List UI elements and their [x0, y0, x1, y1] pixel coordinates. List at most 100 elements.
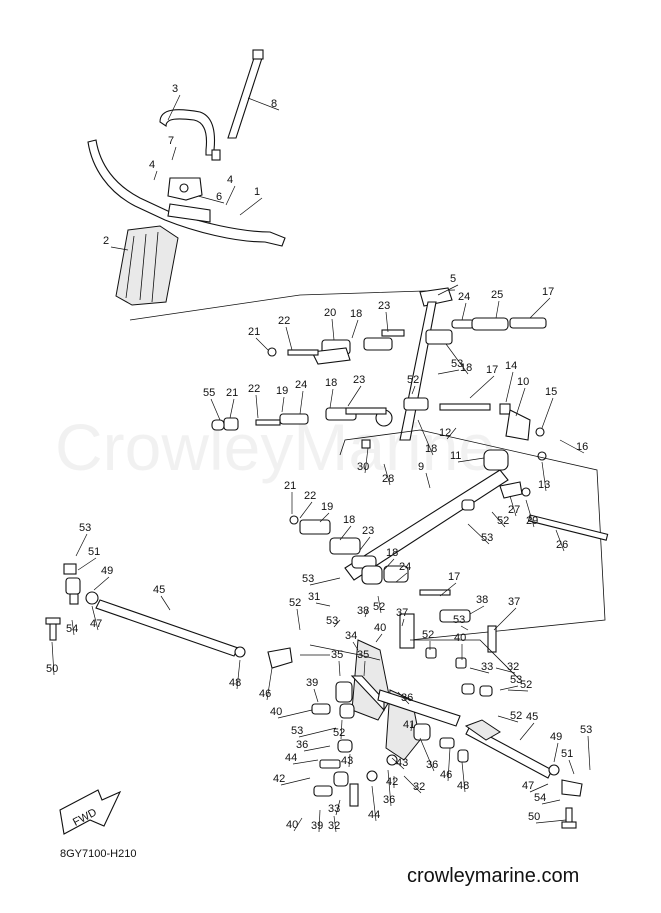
leader-line-c55 [210, 398, 221, 421]
leader-line-c24c [395, 572, 408, 583]
leader-line-c19b [319, 512, 330, 523]
callout-c21b: 21 [226, 387, 238, 399]
leader-line-c1 [239, 197, 263, 216]
callout-c24c: 24 [399, 561, 411, 573]
leader-line-c48b [461, 761, 466, 793]
callout-c53d: 53 [302, 573, 314, 585]
callout-c52a: 52 [407, 374, 419, 386]
callout-c47a: 47 [90, 618, 102, 630]
leader-line-c22b [255, 394, 259, 419]
leader-line-c17c [439, 582, 457, 597]
callout-c24a: 24 [458, 291, 470, 303]
callout-c53c: 53 [79, 522, 91, 534]
leader-line-c37b [493, 607, 517, 631]
leader-line-c27 [509, 495, 517, 517]
callout-c53f: 53 [453, 614, 465, 626]
leader-line-c54b [541, 799, 561, 805]
callout-c23c: 23 [362, 525, 374, 537]
callout-c9: 9 [418, 461, 424, 473]
leader-line-c52d [377, 595, 382, 614]
leader-line-c32b [403, 775, 422, 794]
callout-c42b: 42 [386, 776, 398, 788]
leader-line-c17a [529, 297, 551, 319]
leader-line-c52a [411, 385, 416, 395]
callout-c52f: 52 [510, 710, 522, 722]
callout-c4a: 4 [149, 159, 155, 171]
callout-c14: 14 [505, 360, 517, 372]
leader-line-c18e [339, 525, 352, 541]
leader-line-c7 [171, 146, 177, 161]
leader-line-c40a [375, 633, 383, 643]
callout-c53e: 53 [326, 615, 338, 627]
callout-c31: 31 [308, 591, 320, 603]
leader-line-c2 [110, 246, 129, 251]
leader-line-c8 [247, 97, 280, 111]
callout-c5: 5 [450, 273, 456, 285]
callout-c11: 11 [450, 450, 461, 462]
callout-c51a: 51 [88, 546, 100, 558]
callout-c49a: 49 [101, 565, 113, 577]
leader-line-c18c [329, 388, 334, 409]
leader-line-c31 [315, 602, 331, 607]
leader-line-c18d [417, 419, 434, 456]
leader-line-c48a [236, 659, 241, 690]
leader-line-c21b [229, 398, 235, 419]
leader-line-c13 [541, 461, 547, 492]
callout-c18a: 18 [350, 308, 362, 320]
leader-line-c6 [197, 195, 225, 204]
callout-c4b: 4 [227, 174, 233, 186]
callout-c50a: 50 [46, 663, 58, 675]
callout-c49b: 49 [550, 731, 562, 743]
leader-line-c45a [160, 595, 171, 611]
callout-c18c: 18 [325, 377, 337, 389]
callout-c53a: 53 [451, 358, 463, 370]
leader-line-c36a [397, 691, 410, 705]
callout-c7: 7 [168, 135, 174, 147]
leader-line-c29 [525, 499, 535, 528]
leader-line-c4b [225, 185, 236, 206]
leader-line-c24a [461, 302, 467, 321]
leader-line-c42a [280, 777, 311, 786]
callout-c24b: 24 [295, 379, 307, 391]
callout-c29: 29 [526, 515, 538, 527]
callout-c8: 8 [271, 98, 277, 110]
callout-c23b: 23 [353, 374, 365, 386]
leader-line-c3 [167, 94, 181, 121]
diagram-code: 8GY7100-H210 [60, 848, 136, 860]
callout-c37a: 37 [396, 607, 408, 619]
leader-line-c52f [497, 715, 519, 723]
leader-line-c35a [338, 660, 341, 677]
leader-line-c18a [351, 319, 359, 339]
callout-c43a: 43 [341, 755, 353, 767]
callout-c53g: 53 [510, 674, 522, 686]
leader-line-c28 [383, 463, 391, 486]
callout-c50b: 50 [528, 811, 540, 823]
lower-linkage-group [300, 639, 583, 829]
leader-line-c22a [285, 326, 293, 351]
callout-c36b: 36 [296, 739, 308, 751]
callout-c42a: 42 [273, 773, 285, 785]
leader-line-c24b [299, 390, 304, 415]
callout-c47b: 47 [522, 780, 534, 792]
leader-line-c40c [277, 709, 313, 719]
leader-line-c20 [331, 318, 335, 341]
callout-c12: 12 [439, 427, 451, 439]
callout-c25: 25 [491, 289, 503, 301]
callout-c33a: 33 [481, 661, 493, 673]
leader-line-c40d [293, 817, 303, 832]
callout-c43b: 43 [396, 757, 408, 769]
leader-line-c36c [419, 737, 435, 772]
callout-c34: 34 [345, 630, 357, 642]
callout-c52c: 52 [289, 597, 301, 609]
leader-line-c53h [298, 727, 337, 738]
callout-c45b: 45 [526, 711, 538, 723]
callout-c35b: 35 [357, 649, 369, 661]
leader-line-c26 [555, 529, 565, 552]
leader-line-c35b [363, 660, 366, 677]
leader-line-c47b [529, 783, 549, 793]
leader-line-c36b [303, 745, 331, 752]
leader-line-c50b [535, 819, 567, 824]
leader-lines [51, 94, 591, 833]
callout-c44a: 44 [285, 752, 297, 764]
callout-c35a: 35 [331, 649, 343, 661]
